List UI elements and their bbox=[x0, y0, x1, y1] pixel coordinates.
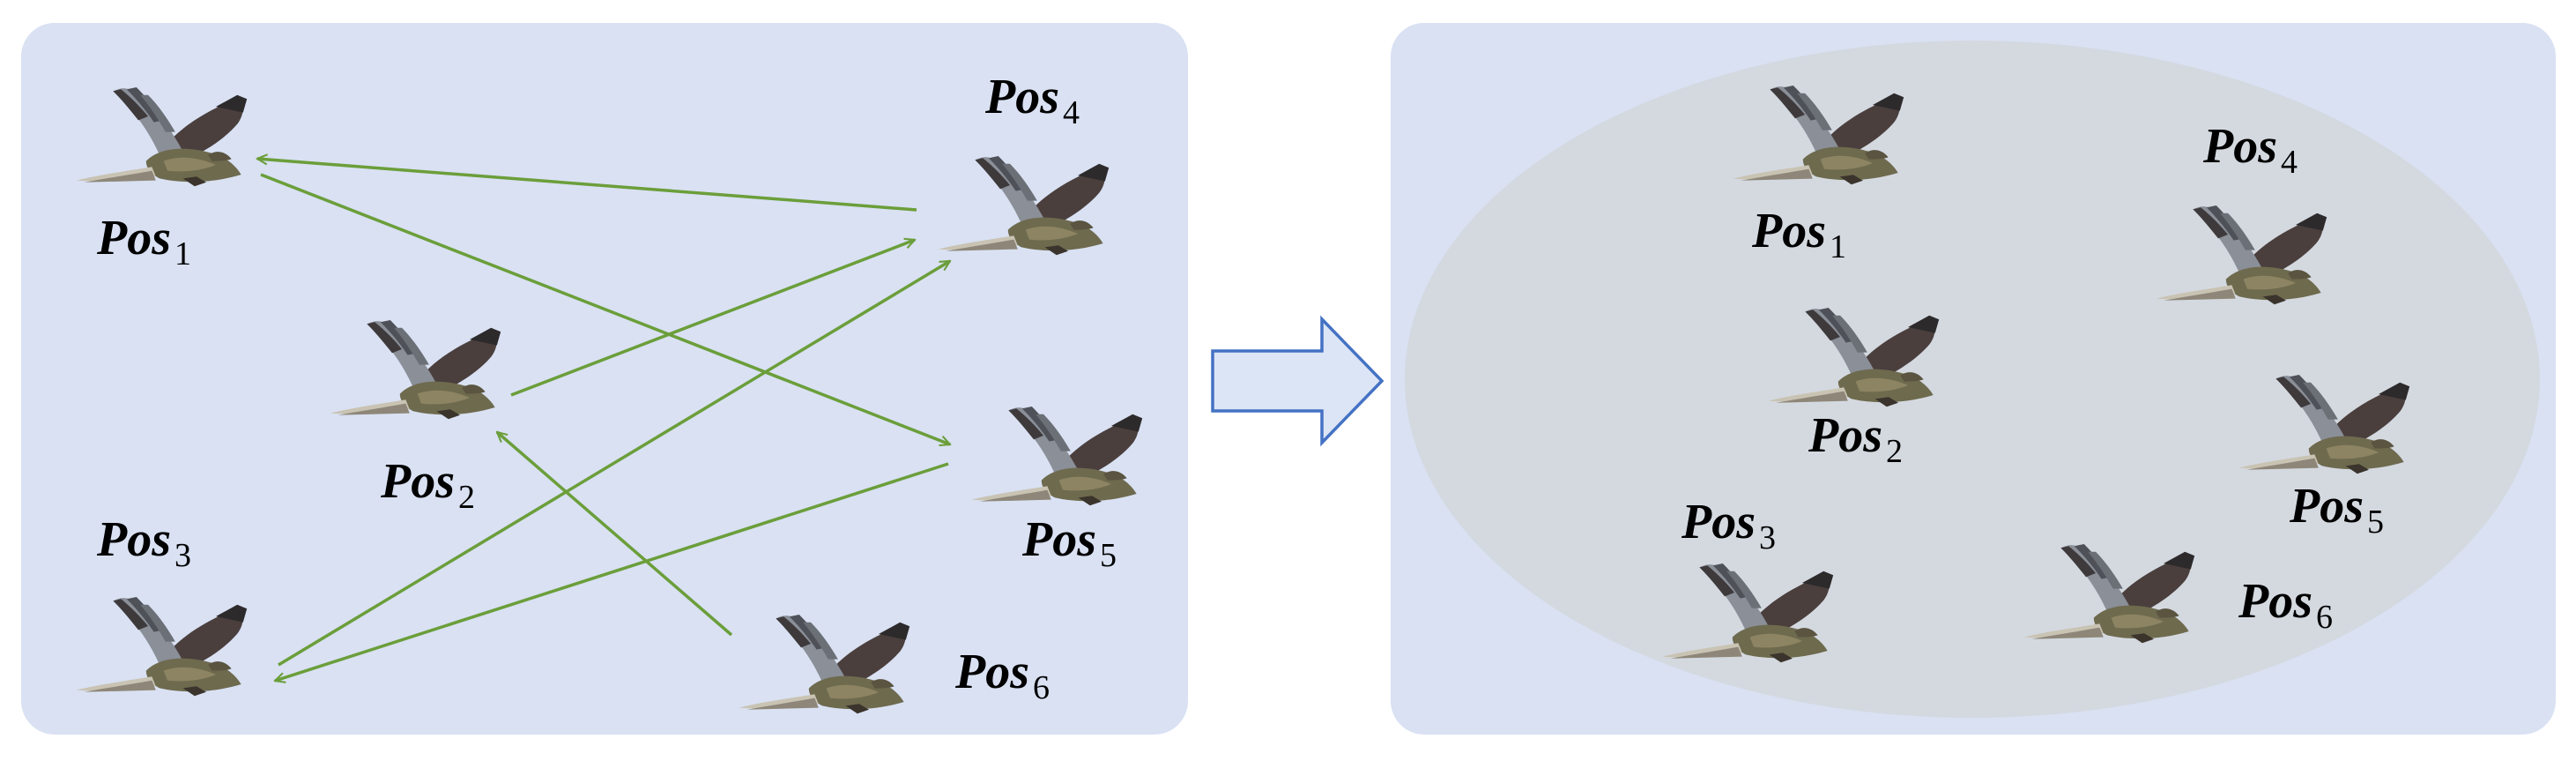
left-panel bbox=[21, 23, 1188, 735]
swarm-region bbox=[1405, 41, 2540, 718]
arrow-pos2-to-pos4 bbox=[510, 240, 915, 397]
right-arrow-icon bbox=[1211, 315, 1385, 447]
arrows-group bbox=[257, 159, 950, 681]
arrow-pos5-to-pos3 bbox=[275, 462, 949, 681]
arrow-pos1-to-pos5 bbox=[260, 173, 950, 444]
arrow-pos4-to-pos1 bbox=[257, 159, 917, 212]
arrow-pos3-to-pos4 bbox=[278, 259, 950, 667]
arrow-pos6-to-pos2 bbox=[497, 432, 733, 637]
